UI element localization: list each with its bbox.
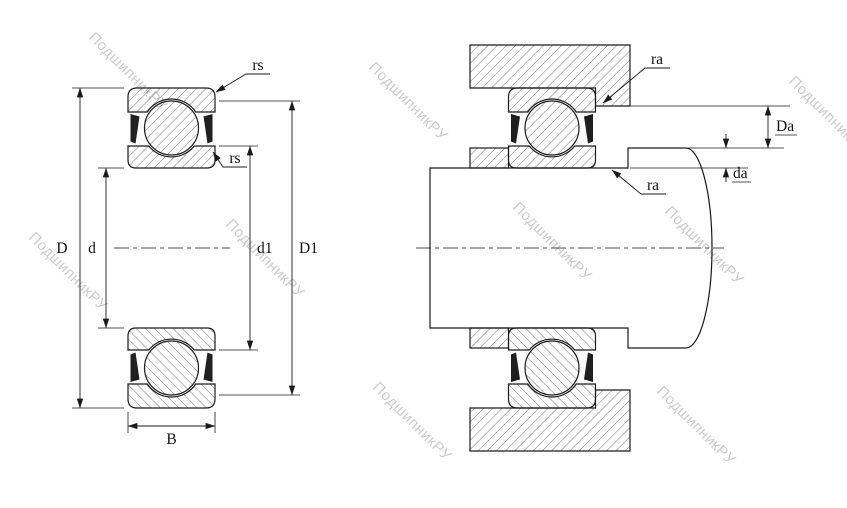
watermark-text: ПодшипникРУ bbox=[785, 73, 847, 159]
watermark-text: ПодшипникРУ bbox=[653, 383, 739, 469]
watermark-text: ПодшипникРУ bbox=[509, 199, 595, 285]
dim-label-rs-inner: rs bbox=[229, 150, 240, 167]
mounted-bearing-top bbox=[507, 87, 597, 169]
watermark-text: ПодшипникРУ bbox=[661, 203, 747, 289]
dim-label-ra-inner: ra bbox=[647, 177, 659, 194]
front-view: D d d1 D1 B rs rs bbox=[56, 57, 318, 448]
shaft-collar-bottom bbox=[469, 327, 510, 349]
dim-label-Da: Da bbox=[776, 118, 794, 135]
dim-label-D: D bbox=[56, 240, 67, 257]
dim-label-da: da bbox=[733, 165, 748, 182]
bearing-section-bottom bbox=[127, 327, 216, 409]
dim-label-D1: D1 bbox=[299, 240, 318, 257]
watermark-text: ПодшипникРУ bbox=[369, 379, 455, 465]
shaft-outline bbox=[429, 147, 713, 349]
watermark-text: ПодшипникРУ bbox=[222, 216, 308, 302]
dim-label-d: d bbox=[88, 240, 96, 257]
leader-line-rs-inner bbox=[212, 151, 247, 168]
dim-label-ra-outer: ra bbox=[651, 51, 663, 68]
shaft-collar-top bbox=[469, 147, 510, 169]
bearing-section-top bbox=[127, 87, 216, 169]
dim-label-rs-outer: rs bbox=[252, 57, 263, 74]
mounted-view: Da da ra ra bbox=[429, 44, 797, 452]
dim-label-B: B bbox=[166, 431, 176, 448]
leader-line-rs-outer bbox=[215, 73, 270, 93]
mounted-bearing-bottom bbox=[507, 327, 597, 409]
leader-line-ra-inner bbox=[611, 169, 666, 195]
watermark-text: ПодшипникРУ bbox=[25, 229, 111, 315]
watermark-text: ПодшипникРУ bbox=[365, 59, 451, 145]
dim-label-d1: d1 bbox=[257, 240, 273, 257]
leader-line-ra-outer bbox=[602, 67, 670, 104]
